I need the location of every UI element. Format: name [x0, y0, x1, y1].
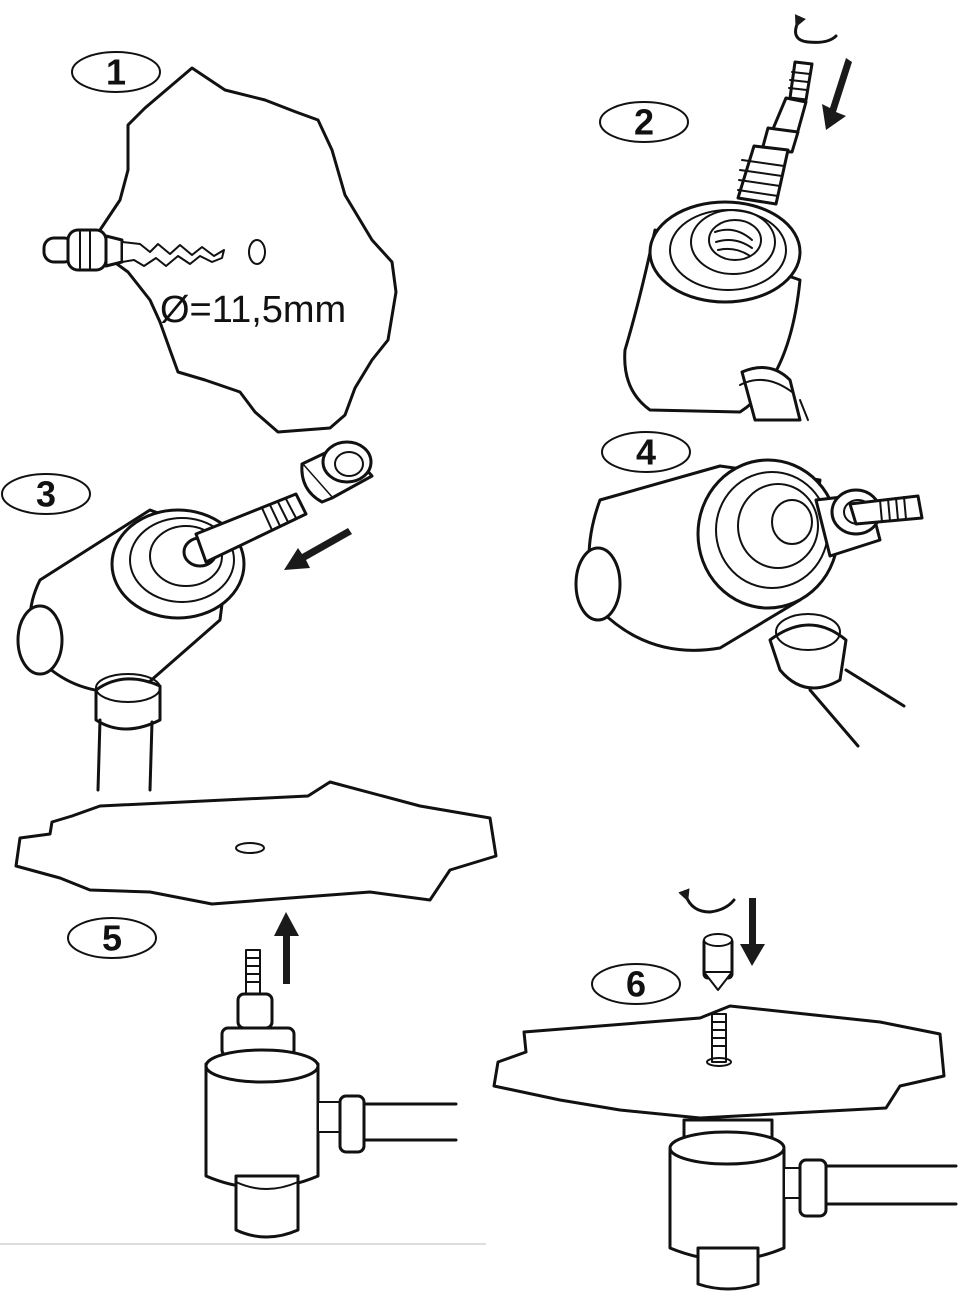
- step-2-panel: 2: [599, 14, 852, 422]
- step-5-panel: 5: [0, 780, 498, 1245]
- step-3-number: 3: [36, 474, 56, 515]
- step-4-panel: 4: [574, 431, 924, 748]
- load-cell-with-stud: [16, 492, 308, 792]
- stud-through-plate: [706, 1013, 732, 1067]
- plate-outline: [14, 780, 498, 906]
- step-5-number: 5: [102, 918, 122, 959]
- step-6-badge: [591, 963, 681, 1005]
- step-3-badge: [1, 473, 91, 515]
- threaded-stud: [736, 60, 814, 206]
- step-2-number: 2: [634, 102, 654, 143]
- insert-arrow-icon: [284, 528, 352, 570]
- assembled-load-cell: [574, 458, 924, 748]
- rotate-arrow-icon-6: [678, 888, 736, 914]
- step-6-number: 6: [626, 964, 646, 1005]
- sleeve-nut: [300, 440, 374, 504]
- load-cell-upright: [204, 949, 458, 1239]
- step-4-badge: [601, 431, 691, 473]
- drilled-hole: [248, 239, 266, 265]
- drill-bit: [42, 228, 225, 272]
- step-3-panel: 3: [1, 440, 374, 792]
- plate-hole: [235, 842, 265, 854]
- step-1-panel: 1 Ø=11,5mm: [42, 51, 398, 434]
- down-arrow-icon-6: [740, 898, 765, 966]
- step-6-panel: 6: [492, 888, 958, 1291]
- load-cell-under-plate: [668, 1118, 958, 1291]
- down-arrow-icon: [822, 58, 852, 130]
- step-1-number: 1: [106, 52, 126, 93]
- drill-hole-diameter-label: Ø=11,5mm: [160, 289, 346, 331]
- cap-nut: [702, 933, 734, 991]
- step-5-badge: [67, 917, 157, 959]
- up-arrow-icon: [274, 912, 299, 984]
- step-1-badge: [71, 51, 161, 93]
- plate-outline-6: [492, 1004, 946, 1120]
- step-2-badge: [599, 101, 689, 143]
- rotate-arrow-icon: [794, 14, 838, 44]
- load-cell-top: [623, 200, 809, 422]
- step-4-number: 4: [636, 432, 656, 473]
